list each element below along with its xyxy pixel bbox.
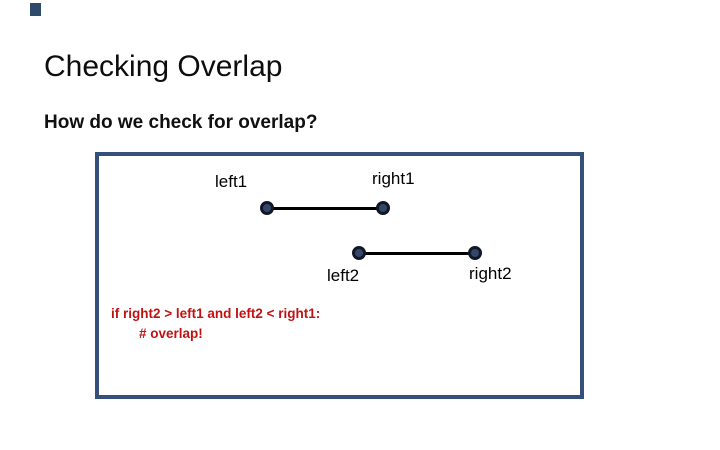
interval2-left-label: left2 xyxy=(327,266,360,285)
interval2-right-label: right2 xyxy=(469,264,512,283)
overlap-comment-code: # overlap! xyxy=(139,326,203,341)
overlap-condition-code: if right2 > left1 and left2 < right1: xyxy=(111,306,321,321)
interval2-right-endpoint-dot xyxy=(468,246,482,260)
interval1-right-endpoint-dot xyxy=(376,201,390,215)
interval1-line xyxy=(267,207,383,210)
interval1-left-label: left1 xyxy=(215,172,248,191)
interval1-left-endpoint-dot xyxy=(260,201,274,215)
slide-subtitle-question: How do we check for overlap? xyxy=(44,112,318,133)
interval2-left-endpoint-dot xyxy=(352,246,366,260)
corner-accent-decoration xyxy=(30,3,41,16)
diagram-box xyxy=(95,152,584,399)
slide-title: Checking Overlap xyxy=(44,50,283,83)
interval1-right-label: right1 xyxy=(372,169,415,188)
interval2-line xyxy=(359,252,475,255)
